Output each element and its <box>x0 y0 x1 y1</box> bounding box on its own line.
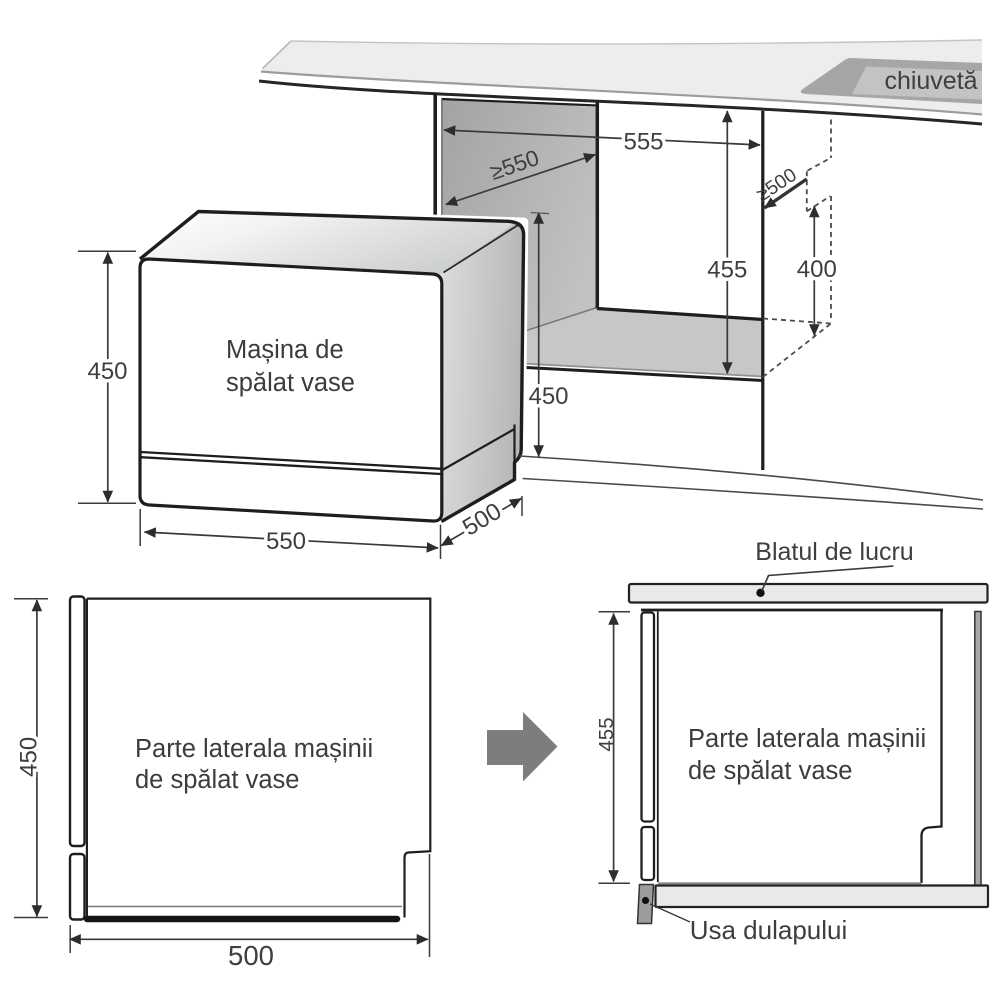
svg-text:Mașina de: Mașina de <box>226 336 344 364</box>
svg-text:Parte laterala mașinii: Parte laterala mașinii <box>135 735 373 763</box>
svg-text:450: 450 <box>528 383 568 410</box>
svg-text:Blatul de lucru: Blatul de lucru <box>755 538 913 566</box>
svg-text:Parte laterala mașinii: Parte laterala mașinii <box>688 725 926 753</box>
svg-text:455: 455 <box>595 717 618 751</box>
svg-text:555: 555 <box>623 129 663 156</box>
svg-text:400: 400 <box>797 256 837 283</box>
svg-text:550: 550 <box>266 528 306 555</box>
svg-text:500: 500 <box>228 940 274 971</box>
svg-text:Usa dulapului: Usa dulapului <box>690 915 848 945</box>
svg-text:spălat vase: spălat vase <box>226 369 355 397</box>
svg-text:450: 450 <box>87 358 127 385</box>
svg-text:chiuvetă: chiuvetă <box>884 67 977 95</box>
svg-text:de spălat vase: de spălat vase <box>688 757 852 785</box>
svg-text:455: 455 <box>707 257 747 284</box>
svg-text:de spălat vase: de spălat vase <box>135 766 299 794</box>
svg-text:450: 450 <box>16 737 43 777</box>
